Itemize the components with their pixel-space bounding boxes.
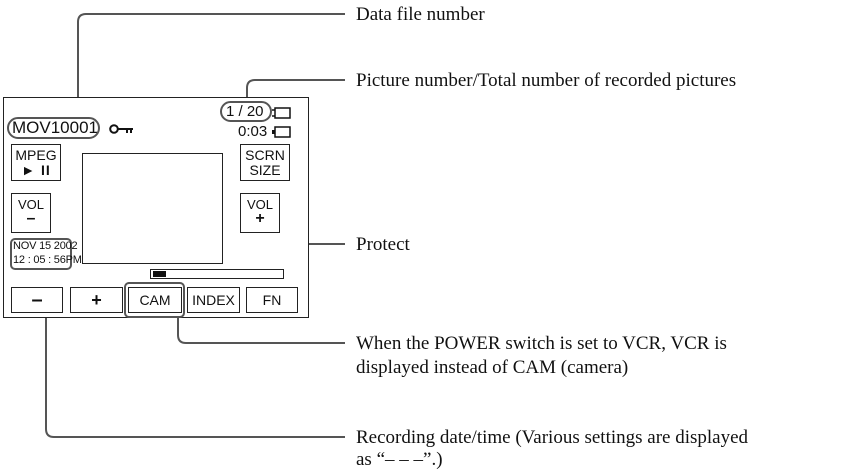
callout-picture-number: Picture number/Total number of recorded …	[356, 70, 737, 91]
recording-time: 12 : 05 : 56PM	[13, 254, 82, 266]
volume-up-button[interactable]: VOL +	[240, 193, 280, 233]
callout-power-switch-line2: displayed instead of CAM (camera)	[356, 357, 629, 378]
progress-fill	[153, 271, 166, 277]
screen-size-button[interactable]: SCRN SIZE	[240, 144, 290, 181]
mpeg-label: MPEG	[15, 146, 57, 163]
battery-icon	[272, 125, 292, 138]
recording-date: NOV 15 2002	[13, 240, 78, 252]
index-button[interactable]: INDEX	[187, 287, 240, 313]
picture-count: 1 / 20	[226, 103, 264, 120]
mpeg-play-pause-button[interactable]: MPEG ► II	[11, 144, 61, 181]
minus-button[interactable]: –	[11, 287, 63, 313]
memory-card-icon	[272, 106, 292, 119]
leader-power-switch	[177, 318, 345, 344]
lcd-screen: MOV10001 1 / 20 0:03	[3, 97, 309, 318]
cam-button[interactable]: CAM	[128, 287, 182, 313]
vol-up-label: VOL	[246, 196, 273, 212]
play-pause-icon: ► II	[21, 161, 51, 178]
volume-down-button[interactable]: VOL –	[11, 193, 51, 233]
file-number: MOV10001	[12, 118, 98, 137]
picture-count-highlight	[220, 101, 272, 122]
size-label: SIZE	[249, 161, 281, 178]
vol-down-label: VOL	[17, 196, 44, 212]
callout-recording-date-line2: as “– – –”.)	[356, 449, 443, 470]
elapsed-time: 0:03	[238, 123, 268, 140]
key-icon	[109, 122, 139, 134]
date-time-highlight	[10, 238, 72, 270]
playback-progress-bar	[150, 269, 284, 279]
callout-data-file-number: Data file number	[356, 4, 485, 25]
callout-recording-date-line1: Recording date/time (Various settings ar…	[356, 427, 749, 448]
file-number-highlight	[7, 117, 100, 139]
minus-icon: –	[26, 210, 36, 228]
plus-button[interactable]: +	[70, 287, 123, 313]
scrn-label: SCRN	[245, 146, 285, 163]
picture-frame	[82, 153, 223, 264]
fn-button[interactable]: FN	[246, 287, 298, 313]
plus-icon: +	[255, 210, 265, 228]
callout-power-switch-line1: When the POWER switch is set to VCR, VCR…	[356, 333, 727, 354]
cam-button-highlight	[124, 282, 185, 318]
callout-protect: Protect	[356, 234, 410, 255]
